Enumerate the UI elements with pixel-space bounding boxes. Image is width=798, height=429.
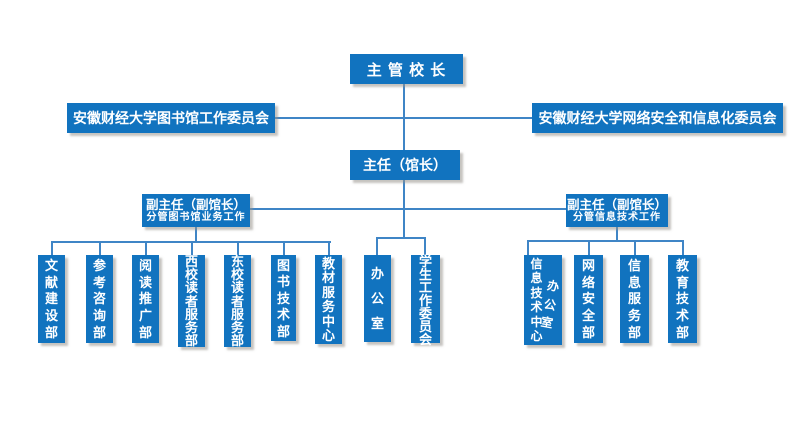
admin-dept-label: 学生工作委员会 bbox=[418, 254, 432, 347]
node-president-label: 主 管 校 长 bbox=[366, 61, 447, 79]
node-deputy-library-title: 副主任（副馆长） bbox=[145, 197, 246, 212]
admin-dept-node: 学生工作委员会 bbox=[411, 254, 440, 347]
node-deputy-library-subtitle: 分管图书馆业务工作 bbox=[146, 211, 246, 223]
node-library-committee: 安徽财经大学图书馆工作委员会 bbox=[67, 103, 275, 133]
connector-library-drop bbox=[283, 241, 285, 255]
library-dept-node: 参考咨询部 bbox=[86, 255, 113, 343]
library-dept-node: 文献建设部 bbox=[38, 255, 65, 343]
connector-admin-bar bbox=[376, 237, 426, 239]
connector-admin-drop bbox=[424, 237, 426, 255]
library-dept-label: 东校读者服务部 bbox=[230, 254, 244, 348]
it-dept-node: 信息服务部 bbox=[620, 255, 649, 343]
library-dept-node: 西校读者服务部 bbox=[178, 255, 205, 347]
node-director: 主任（馆长） bbox=[350, 150, 460, 180]
connector-deputies bbox=[249, 208, 567, 210]
admin-dept-node: 办公室 bbox=[364, 255, 391, 342]
connector-deputy-it-drop bbox=[616, 227, 618, 241]
it-dept-node: 教育技术部 bbox=[668, 255, 697, 343]
library-dept-node: 图书技术部 bbox=[271, 255, 296, 341]
connector-library-drop bbox=[51, 241, 53, 255]
node-deputy-it: 副主任（副馆长） 分管信息技术工作 bbox=[566, 194, 668, 227]
connector-it-drop bbox=[527, 240, 529, 255]
node-cyber-committee: 安徽财经大学网络安全和信息化委员会 bbox=[532, 103, 783, 133]
connector-committees bbox=[275, 117, 532, 119]
library-dept-label: 阅读推广部 bbox=[138, 257, 152, 341]
it-dept-label: 教育技术部 bbox=[675, 257, 689, 341]
connector-library-drop bbox=[99, 241, 101, 255]
node-deputy-it-title: 副主任（副馆长） bbox=[566, 197, 667, 212]
connector-library-drop bbox=[191, 241, 193, 255]
it-dept-label: 信息技术中心 bbox=[530, 256, 543, 344]
connector-deputy-library-drop bbox=[195, 227, 197, 242]
connector-it-drop bbox=[588, 240, 590, 255]
library-dept-label: 参考咨询部 bbox=[92, 257, 106, 341]
it-dept-label: 信息服务部 bbox=[627, 257, 641, 341]
library-dept-node: 教材服务中心 bbox=[315, 255, 342, 344]
it-dept-node: 信息技术中心 办公室 bbox=[524, 255, 562, 345]
node-president: 主 管 校 长 bbox=[350, 54, 463, 84]
library-dept-node: 东校读者服务部 bbox=[224, 255, 251, 347]
connector-it-drop bbox=[682, 240, 684, 255]
library-dept-label: 教材服务中心 bbox=[321, 255, 335, 344]
connector-it-drop bbox=[634, 240, 636, 255]
node-deputy-library: 副主任（副馆长） 分管图书馆业务工作 bbox=[142, 194, 250, 227]
it-dept-label: 网络安全部 bbox=[581, 257, 595, 341]
node-library-committee-label: 安徽财经大学图书馆工作委员会 bbox=[73, 112, 269, 127]
connector-admin-drop bbox=[376, 237, 378, 255]
library-dept-label: 图书技术部 bbox=[276, 257, 290, 339]
connector-library-drop bbox=[328, 241, 330, 255]
connector-it-bus bbox=[527, 240, 684, 242]
admin-dept-label: 办公室 bbox=[370, 266, 384, 331]
connector-president-director bbox=[403, 83, 405, 150]
library-dept-label: 西校读者服务部 bbox=[184, 254, 198, 348]
library-dept-node: 阅读推广部 bbox=[132, 255, 159, 343]
connector-library-drop bbox=[145, 241, 147, 255]
it-dept-node: 网络安全部 bbox=[574, 255, 603, 343]
node-deputy-it-subtitle: 分管信息技术工作 bbox=[573, 211, 661, 223]
connector-library-drop bbox=[237, 241, 239, 255]
library-dept-label: 文献建设部 bbox=[44, 257, 58, 341]
node-cyber-committee-label: 安徽财经大学网络安全和信息化委员会 bbox=[538, 112, 777, 127]
node-director-label: 主任（馆长） bbox=[363, 157, 447, 173]
